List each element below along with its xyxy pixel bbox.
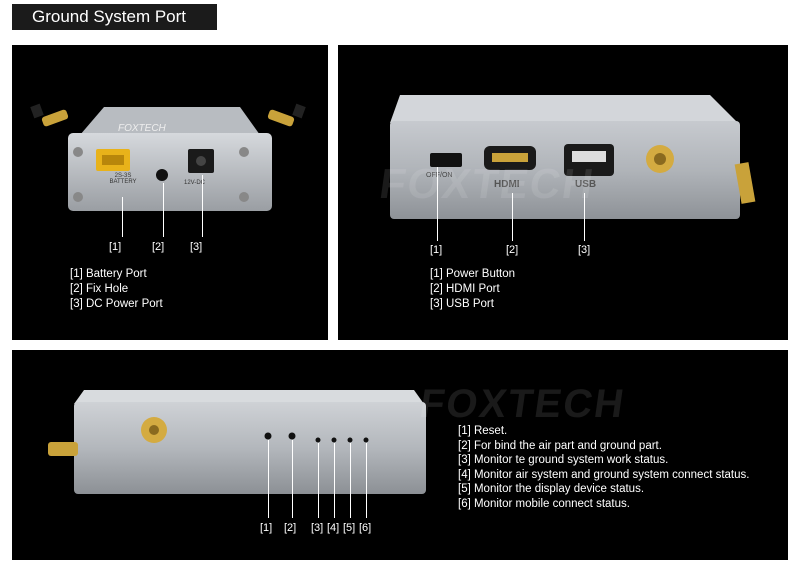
- legend-item: [3] Monitor te ground system work status…: [458, 454, 669, 467]
- leader-line: [334, 443, 335, 518]
- page-title: Ground System Port: [12, 4, 217, 30]
- legend-item: [3] USB Port: [430, 298, 494, 310]
- device-indicator-side-illustration: [48, 390, 426, 494]
- callout-1: [1]: [109, 241, 122, 253]
- leader-line: [268, 440, 269, 518]
- legend-item: [3] DC Power Port: [70, 298, 163, 310]
- callout-1: [1]: [260, 522, 273, 534]
- legend-item: [4] Monitor air system and ground system…: [458, 468, 750, 481]
- callout-2: [2]: [152, 241, 165, 253]
- leader-line: [318, 443, 319, 518]
- callout-4: [4]: [327, 522, 340, 534]
- leader-line: [437, 167, 438, 241]
- power-switch-print: OFF/ON: [426, 172, 453, 179]
- legend-item: [5] Monitor the display device status.: [458, 483, 645, 496]
- callout-1: [1]: [430, 244, 443, 256]
- leader-line: [163, 183, 164, 237]
- dc-port-print: 12V-DC: [184, 180, 206, 186]
- leader-line: [512, 193, 513, 241]
- device-battery-side-illustration: [30, 103, 306, 211]
- panel-battery-side: 2S-3S BATTERY 12V-DC FOXTECH [1] [2] [3]…: [12, 45, 328, 340]
- brand-print: FOXTECH: [118, 123, 166, 134]
- battery-port-print: 2S-3S BATTERY: [109, 173, 137, 185]
- legend-item: [2] Fix Hole: [70, 283, 129, 295]
- hdmi-print: HDMI: [494, 179, 520, 190]
- legend-item: [1] Battery Port: [70, 268, 147, 280]
- callout-5: [5]: [343, 522, 356, 534]
- callout-2: [2]: [284, 522, 297, 534]
- watermark: FOXTECH: [376, 160, 599, 207]
- panel2-legend: [1] Power Button [2] HDMI Port [3] USB P…: [430, 267, 515, 312]
- legend-item: [2] HDMI Port: [430, 283, 500, 295]
- panel-indicator-side: [1] [2] [3] [4] [5] [6] [1] Reset. [2] F…: [12, 350, 788, 560]
- leader-line: [292, 440, 293, 518]
- legend-item: [2] For bind the air part and ground par…: [458, 439, 662, 452]
- panel3-legend: [1] Reset. [2] For bind the air part and…: [458, 424, 749, 512]
- leader-line: [202, 175, 203, 237]
- leader-line: [366, 443, 367, 518]
- leader-line: [584, 193, 585, 241]
- leader-line: [350, 443, 351, 518]
- device-hdmi-side-illustration: [390, 95, 756, 219]
- usb-print: USB: [575, 179, 597, 190]
- callout-3: [3]: [578, 244, 591, 256]
- legend-item: [1] Power Button: [430, 268, 516, 280]
- panel-hdmi-side: OFF/ON HDMI USB [1] [2] [3] [1] Power Bu…: [338, 45, 788, 340]
- callout-6: [6]: [359, 522, 372, 534]
- legend-item: [6] Monitor mobile connect status.: [458, 497, 630, 510]
- callout-3: [3]: [190, 241, 203, 253]
- watermark: FOXTECH: [416, 382, 629, 426]
- panel1-legend: [1] Battery Port [2] Fix Hole [3] DC Pow…: [70, 267, 163, 312]
- callout-2: [2]: [506, 244, 519, 256]
- leader-line: [122, 197, 123, 237]
- callout-3: [3]: [311, 522, 324, 534]
- legend-item: [1] Reset.: [458, 425, 508, 437]
